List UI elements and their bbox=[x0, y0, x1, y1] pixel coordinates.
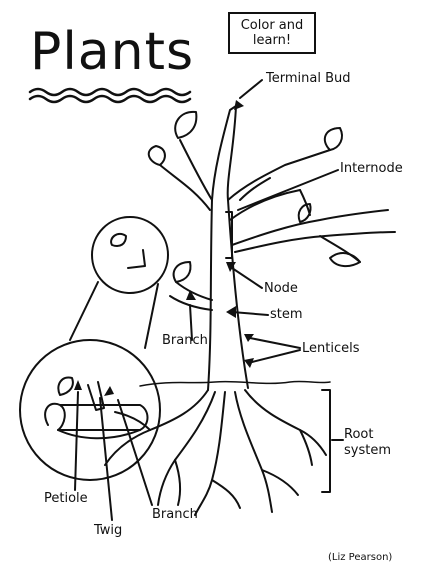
inset-circle-large bbox=[19, 339, 161, 481]
arrow-petiole bbox=[74, 380, 82, 390]
arrow-lenticel bbox=[244, 334, 254, 342]
label-internode: Internode bbox=[340, 161, 403, 176]
root-bracket bbox=[321, 389, 331, 493]
branch-left-upper bbox=[179, 139, 213, 201]
label-inset-branch: Branch bbox=[152, 507, 198, 522]
label-root-system-2: system bbox=[344, 443, 391, 458]
leaf bbox=[174, 110, 198, 139]
label-petiole: Petiole bbox=[44, 491, 88, 506]
leaf bbox=[147, 145, 166, 166]
color-and-learn-note: Color and learn! bbox=[228, 12, 316, 54]
branch-left-lower bbox=[175, 281, 213, 301]
arrow-stem bbox=[226, 306, 236, 318]
label-root-system-1: Root bbox=[344, 427, 374, 442]
leaf bbox=[297, 203, 312, 223]
arrow-inset-branch bbox=[104, 386, 114, 396]
title-underline bbox=[28, 87, 192, 97]
branch-right-upper bbox=[227, 149, 331, 201]
label-lenticels: Lenticels bbox=[302, 341, 360, 356]
arrow-node bbox=[226, 262, 236, 272]
note-line-2: learn! bbox=[252, 33, 292, 48]
arrow-terminal-bud bbox=[234, 100, 244, 110]
note-line-1: Color and bbox=[240, 18, 304, 33]
ground-line bbox=[139, 380, 331, 387]
leaf bbox=[329, 252, 361, 268]
arrow-branch bbox=[186, 290, 196, 300]
label-stem: stem bbox=[270, 307, 303, 322]
internode-bracket bbox=[225, 211, 233, 259]
branch-right-long bbox=[231, 209, 389, 246]
label-twig: Twig bbox=[94, 523, 123, 538]
inset-circle-small bbox=[91, 216, 169, 294]
credit: (Liz Pearson) bbox=[328, 552, 393, 563]
label-branch: Branch bbox=[162, 333, 208, 348]
page-title: Plants bbox=[30, 22, 195, 82]
label-terminal-bud: Terminal Bud bbox=[266, 71, 351, 86]
roots bbox=[104, 389, 209, 466]
leaf bbox=[323, 127, 343, 151]
leaf bbox=[172, 261, 192, 283]
trunk bbox=[207, 105, 249, 391]
arrow-lenticel bbox=[244, 358, 254, 368]
label-node: Node bbox=[264, 281, 298, 296]
